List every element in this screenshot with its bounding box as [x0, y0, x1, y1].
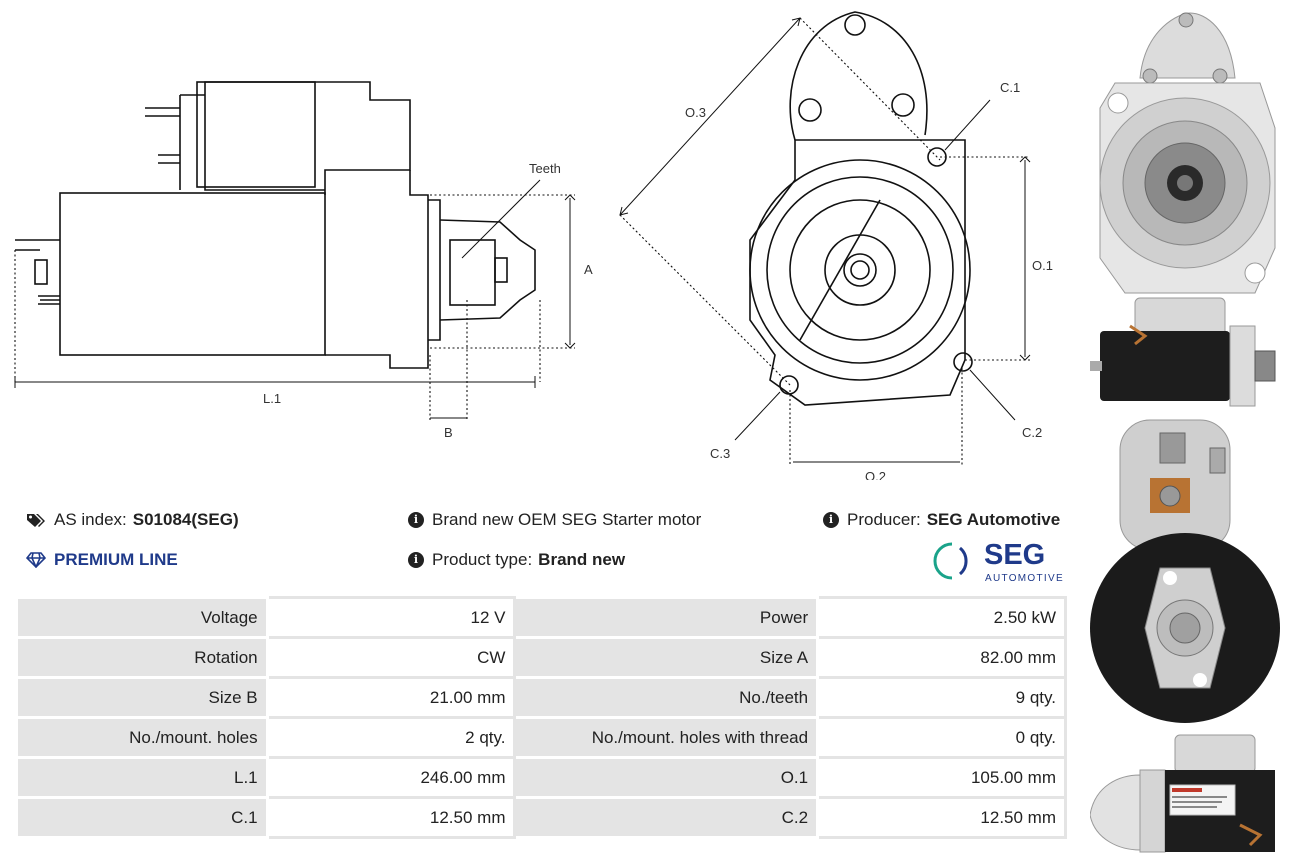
dim-o2-label: O.2	[865, 469, 886, 480]
spec-label: Size B	[15, 676, 269, 719]
info-icon: i	[823, 512, 839, 528]
premium-line-text: PREMIUM LINE	[54, 550, 178, 569]
dim-c3-label: C.3	[710, 446, 730, 461]
spec-value: 246.00 mm	[265, 756, 517, 799]
product-type: i Product type: Brand new	[408, 550, 625, 570]
spec-value: 2.50 kW	[816, 596, 1067, 639]
description-text: Brand new OEM SEG Starter motor	[432, 510, 702, 529]
product-description: i Brand new OEM SEG Starter motor	[408, 510, 701, 530]
product-type-label: Product type:	[432, 550, 533, 569]
spec-value: 82.00 mm	[816, 636, 1067, 679]
table-row: L.1 246.00 mm O.1 105.00 mm	[15, 756, 1067, 799]
spec-value: 12 V	[265, 596, 517, 639]
spec-label: O.1	[513, 756, 820, 799]
product-type-value: Brand new	[538, 550, 626, 569]
product-photo-side	[1090, 297, 1276, 407]
spec-table: Voltage 12 V Power 2.50 kW Rotation CW S…	[15, 596, 1067, 839]
dim-b-label: B	[444, 425, 453, 440]
front-view-drawing: O.3 C.1 O.1 C.2 C.3 O.2	[619, 11, 1053, 480]
spec-value: CW	[265, 636, 517, 679]
dim-o3-label: O.3	[685, 105, 706, 120]
table-row: Size B 21.00 mm No./teeth 9 qty.	[15, 676, 1067, 719]
info-icon: i	[408, 552, 424, 568]
spec-label: Rotation	[15, 636, 269, 679]
seg-automotive-logo: SEG AUTOMOTIVE	[933, 539, 1064, 584]
svg-text:SEG: SEG	[984, 539, 1045, 571]
producer-value: SEG Automotive	[926, 510, 1061, 529]
spec-value: 105.00 mm	[816, 756, 1067, 799]
spec-label: Power	[513, 596, 820, 639]
svg-text:AUTOMOTIVE: AUTOMOTIVE	[985, 573, 1064, 584]
teeth-label: Teeth	[529, 161, 561, 176]
product-photo-label-side	[1090, 734, 1275, 853]
as-index-value: S01084(SEG)	[132, 510, 239, 529]
spec-value: 21.00 mm	[265, 676, 517, 719]
tags-icon	[27, 514, 45, 527]
spec-label: Voltage	[15, 596, 269, 639]
spec-value: 12.50 mm	[816, 796, 1067, 839]
dim-l1-label: L.1	[263, 391, 281, 406]
table-row: No./mount. holes 2 qty. No./mount. holes…	[15, 716, 1067, 759]
side-view-drawing: Teeth A B L.1	[14, 81, 593, 440]
spec-value: 12.50 mm	[265, 796, 517, 839]
dim-o1-label: O.1	[1032, 258, 1053, 273]
producer: i Producer: SEG Automotive	[823, 510, 1060, 530]
spec-label: No./teeth	[513, 676, 820, 719]
table-row: C.1 12.50 mm C.2 12.50 mm	[15, 796, 1067, 839]
product-photo-front	[1099, 12, 1276, 294]
table-row: Rotation CW Size A 82.00 mm	[15, 636, 1067, 679]
product-photo-rear	[1090, 419, 1280, 723]
info-icon: i	[408, 512, 424, 528]
diamond-icon	[26, 552, 46, 568]
premium-line-badge: PREMIUM LINE	[26, 550, 178, 570]
technical-drawings: Teeth A B L.1 O.3 C.1 O.1 C.2 C.3	[14, 11, 1053, 480]
spec-label: No./mount. holes	[15, 716, 269, 759]
spec-label: Size A	[513, 636, 820, 679]
spec-label: C.2	[513, 796, 820, 839]
dim-a-label: A	[584, 262, 593, 277]
as-index: AS index: S01084(SEG)	[26, 510, 239, 530]
dim-c2-label: C.2	[1022, 425, 1042, 440]
spec-label: No./mount. holes with thread	[513, 716, 820, 759]
spec-label: C.1	[15, 796, 269, 839]
table-row: Voltage 12 V Power 2.50 kW	[15, 596, 1067, 639]
dim-c1-label: C.1	[1000, 80, 1020, 95]
spec-label: L.1	[15, 756, 269, 799]
spec-value: 9 qty.	[816, 676, 1067, 719]
spec-value: 2 qty.	[265, 716, 517, 759]
producer-label: Producer:	[847, 510, 921, 529]
as-index-label: AS index:	[54, 510, 127, 529]
spec-value: 0 qty.	[816, 716, 1067, 759]
